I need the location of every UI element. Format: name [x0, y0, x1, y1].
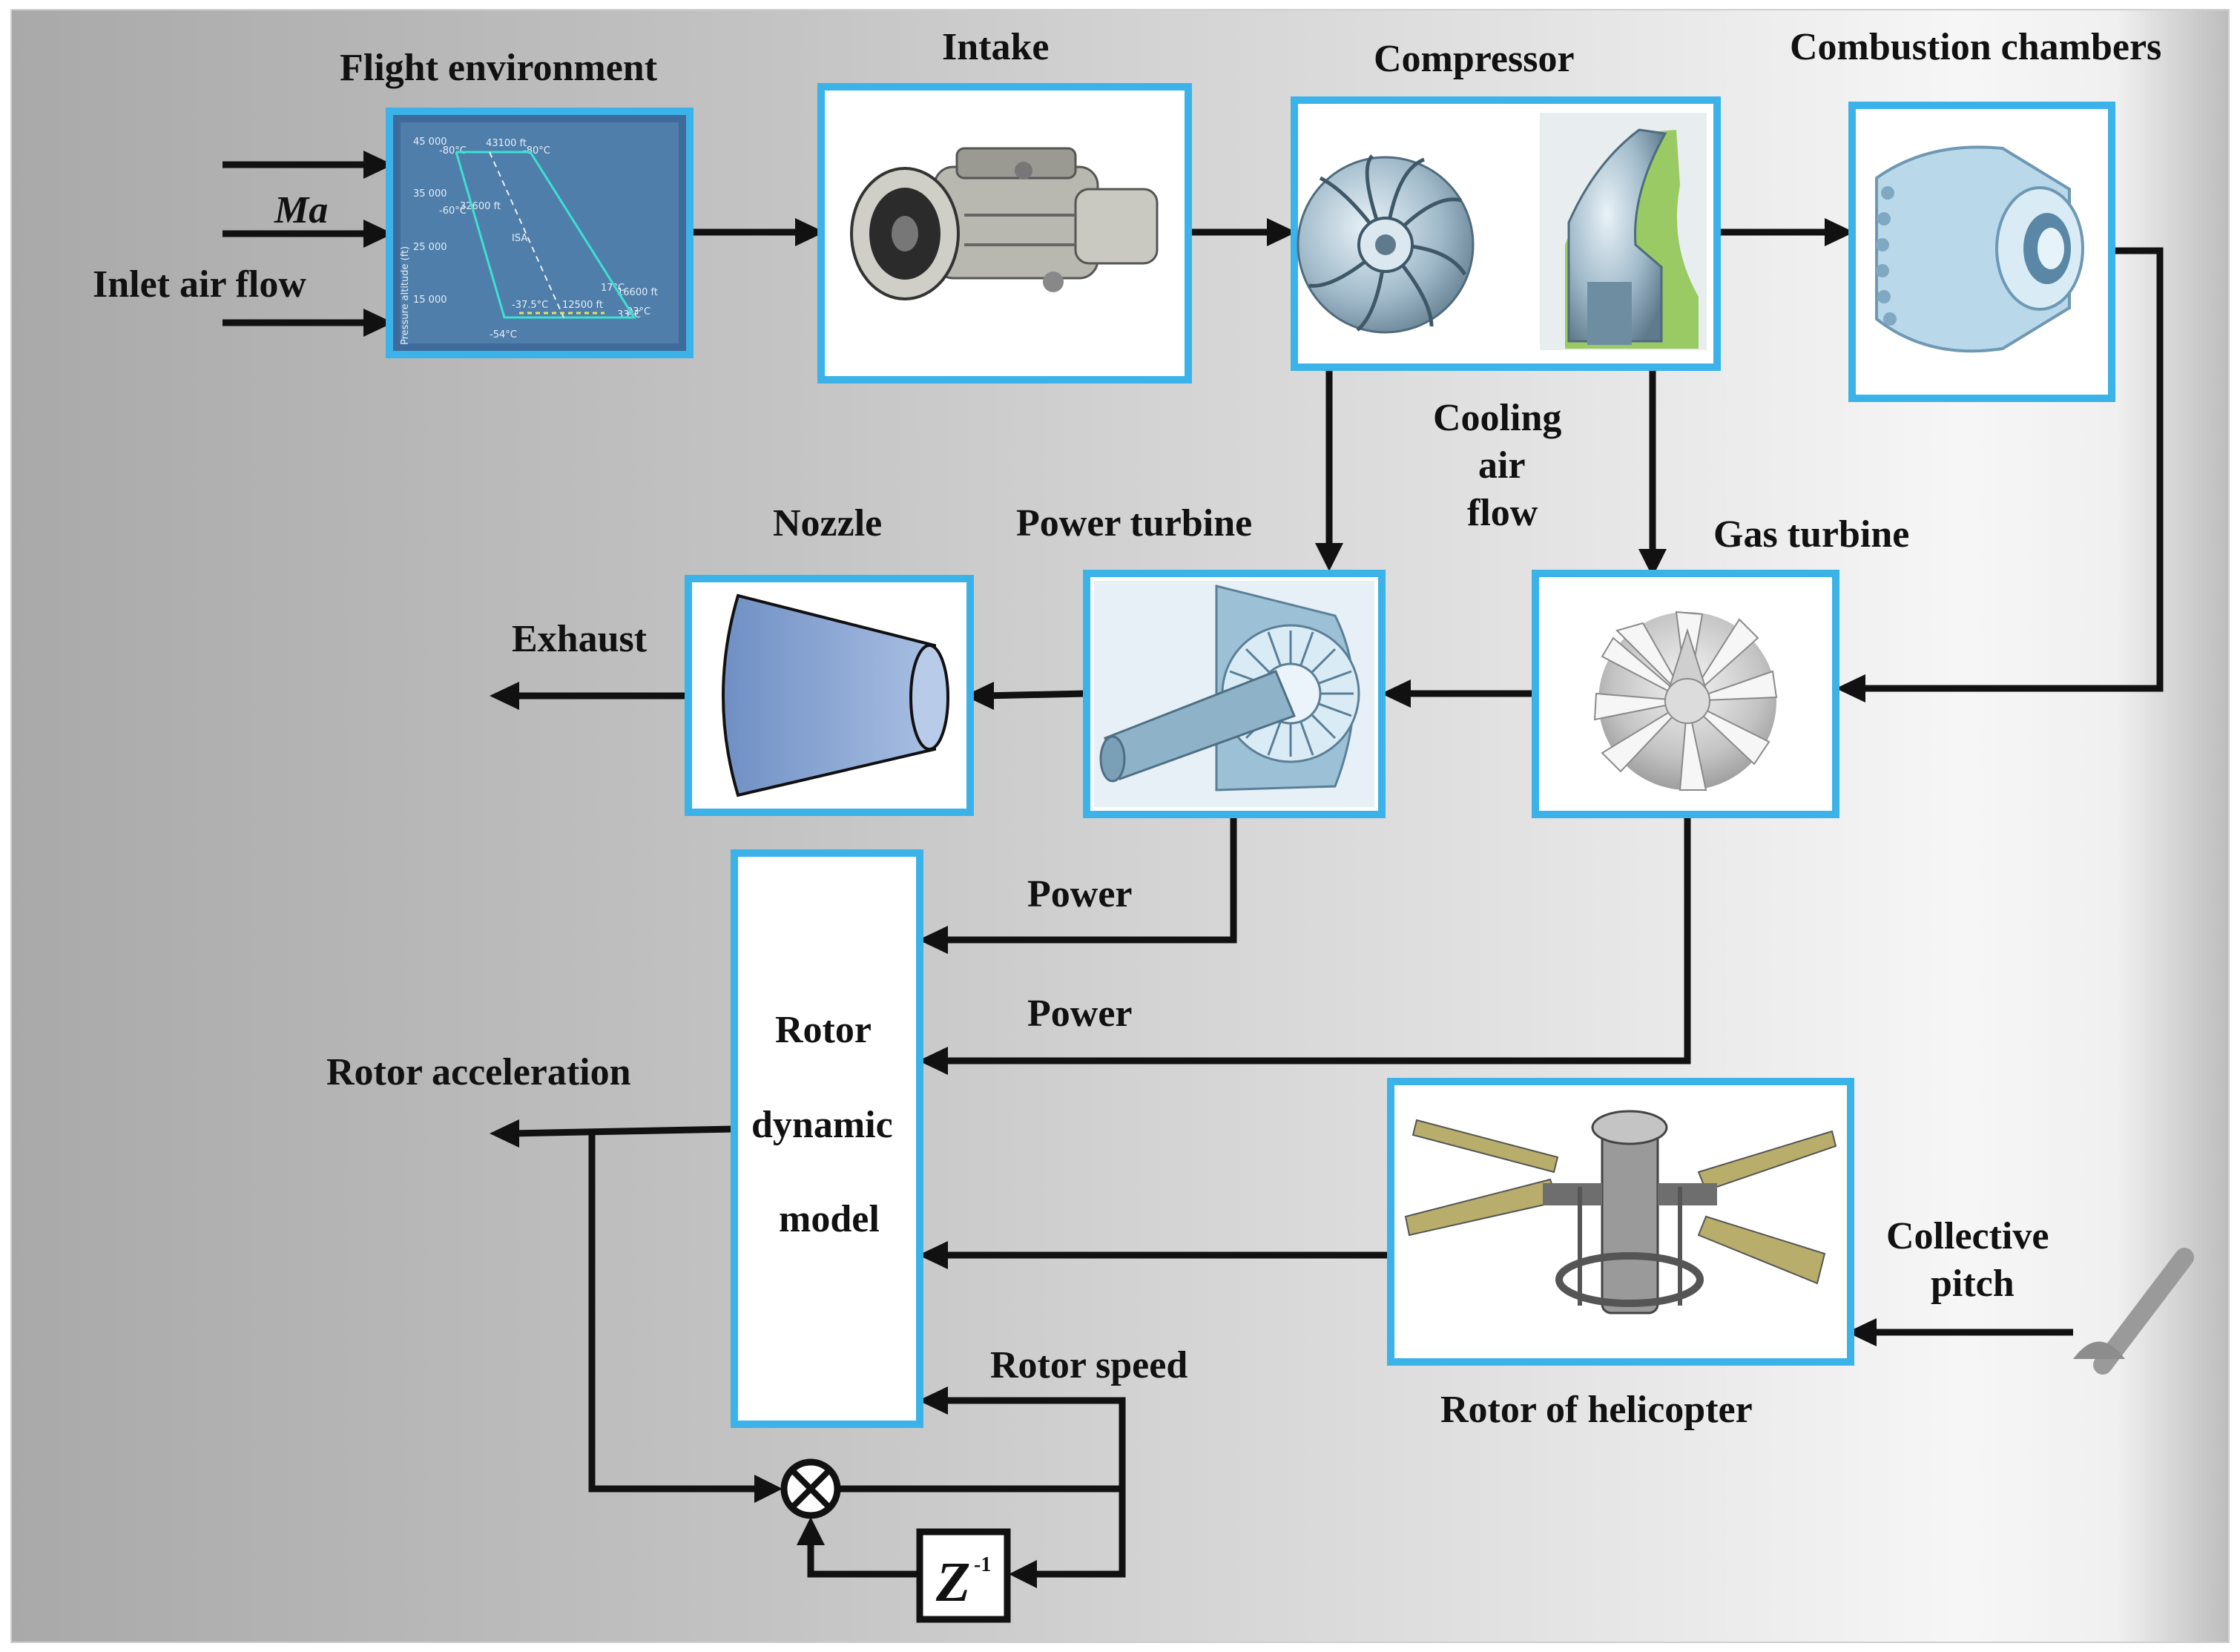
gas-turbine-image	[1593, 611, 1778, 791]
arrowhead	[918, 926, 948, 954]
loop-to-delay	[1024, 1489, 1126, 1578]
label-rotor-model-2: dynamic	[751, 1104, 893, 1146]
arrowhead	[490, 682, 519, 710]
label-cooling: Cooling	[1433, 397, 1561, 439]
arrowhead	[363, 220, 393, 248]
arrow-power-1	[935, 815, 1237, 944]
label-flow: flow	[1467, 492, 1538, 534]
label-collective: Collective	[1886, 1215, 2049, 1257]
label-pitch: pitch	[1931, 1263, 2015, 1305]
arrowhead	[918, 1386, 948, 1415]
gas-turbine-block	[1532, 570, 1839, 818]
annotation: 16600 ft	[617, 287, 658, 298]
label-rotor-acceleration: Rotor acceleration	[326, 1051, 631, 1093]
label-compressor: Compressor	[1374, 38, 1575, 80]
label-rotor-of-helicopter: Rotor of helicopter	[1440, 1389, 1753, 1431]
arrowhead	[964, 682, 994, 710]
compressor-block	[1291, 96, 1721, 371]
annotation: 32600 ft	[460, 201, 501, 212]
engine-image	[850, 147, 1159, 300]
helicopter-rotor-block	[1387, 1078, 1854, 1366]
arrowhead	[918, 1047, 948, 1075]
annotation: -80°C	[439, 145, 467, 157]
power-turbine-image	[1099, 585, 1360, 792]
label-rotor-model-3: model	[779, 1198, 880, 1240]
collective-pitch-lever-icon	[2073, 1248, 2194, 1375]
nozzle-outlet	[909, 644, 949, 751]
arrowhead	[363, 309, 393, 337]
chart-plot-area	[401, 122, 679, 343]
nozzle-block	[685, 575, 974, 816]
label-power-turbine: Power turbine	[1016, 502, 1252, 544]
arrowhead	[918, 1241, 948, 1269]
arrowhead	[363, 151, 393, 179]
arrowhead	[754, 1475, 783, 1503]
label-exhaust: Exhaust	[512, 618, 648, 660]
arrowhead	[1847, 1318, 1877, 1346]
arrow-rotor-acceleration	[511, 1125, 735, 1137]
loop-sum-to-model	[840, 1397, 1126, 1493]
label-intake: Intake	[942, 26, 1049, 68]
arrowhead	[797, 1517, 825, 1545]
flight-environment-block: 45 000 35 000 25 000 15 000 Pressure alt…	[386, 108, 694, 358]
label-power-2: Power	[1027, 993, 1132, 1035]
intake-block	[817, 83, 1192, 384]
delay-z-label: Z	[935, 1551, 970, 1613]
delay-exponent: -1	[974, 1553, 991, 1576]
annotation: 43100 ft	[486, 138, 527, 149]
y-axis-label: Pressure altitude (ft)	[400, 246, 411, 345]
arrow-heads	[363, 151, 1877, 1588]
arrowhead	[1836, 674, 1865, 702]
arrow-powerturbine-nozzle	[982, 690, 1087, 700]
label-nozzle: Nozzle	[773, 502, 882, 544]
envelope-outline	[455, 151, 636, 319]
annotation: -80°C	[523, 145, 550, 157]
y-tick: 45 000	[413, 136, 447, 148]
loop-delay-to-sum	[807, 1532, 918, 1578]
arrowhead	[795, 218, 825, 246]
arrow-power-2	[935, 815, 1691, 1064]
arrowhead	[1267, 218, 1297, 246]
label-inlet-air-flow: Inlet air flow	[93, 263, 306, 306]
annotation: -60°C	[439, 205, 467, 217]
rotor-hub-image	[1404, 1110, 1837, 1314]
label-rotor-speed: Rotor speed	[990, 1344, 1187, 1386]
label-combustion-chambers: Combustion chambers	[1790, 26, 2161, 68]
label-rotor-model-1: Rotor	[775, 1009, 872, 1051]
label-air: air	[1478, 444, 1526, 487]
unit-delay-block: Z -1	[916, 1528, 1011, 1623]
label-power-1: Power	[1027, 873, 1132, 915]
annotation: ISA	[512, 233, 527, 244]
combustion-block	[1848, 102, 2115, 402]
labels: Flight environment Intake Compressor Com…	[93, 26, 2161, 1431]
arrowhead	[490, 1119, 519, 1148]
rotor-dynamic-model-box	[731, 849, 923, 1428]
annotation: 12500 ft	[562, 300, 603, 311]
y-tick: 15 000	[413, 294, 447, 306]
combustor-image	[1875, 145, 2084, 353]
impeller-cutaway-image	[1565, 128, 1699, 349]
arrowhead	[1315, 543, 1343, 571]
label-ma: Ma	[274, 189, 328, 231]
arrowhead	[1381, 679, 1411, 708]
arrowhead	[1825, 218, 1854, 246]
annotation: -54°C	[490, 329, 517, 340]
label-flight-environment: Flight environment	[340, 47, 658, 89]
power-turbine-block	[1083, 570, 1386, 818]
arrow-combustion-gasturbine	[1854, 247, 2164, 692]
connector-lines	[223, 161, 2164, 1578]
arrowhead	[1638, 549, 1667, 577]
annotation: -37.5°C	[512, 300, 548, 311]
loop-accel-to-sum	[588, 1131, 764, 1493]
impeller-image	[1297, 154, 1475, 334]
y-tick: 25 000	[413, 242, 447, 253]
nozzle-cone	[722, 593, 936, 797]
label-gas-turbine: Gas turbine	[1713, 513, 1909, 556]
arrowhead	[1009, 1560, 1037, 1588]
y-tick: 35 000	[413, 188, 447, 200]
isa-line	[489, 151, 564, 318]
summing-junction	[780, 1458, 841, 1519]
